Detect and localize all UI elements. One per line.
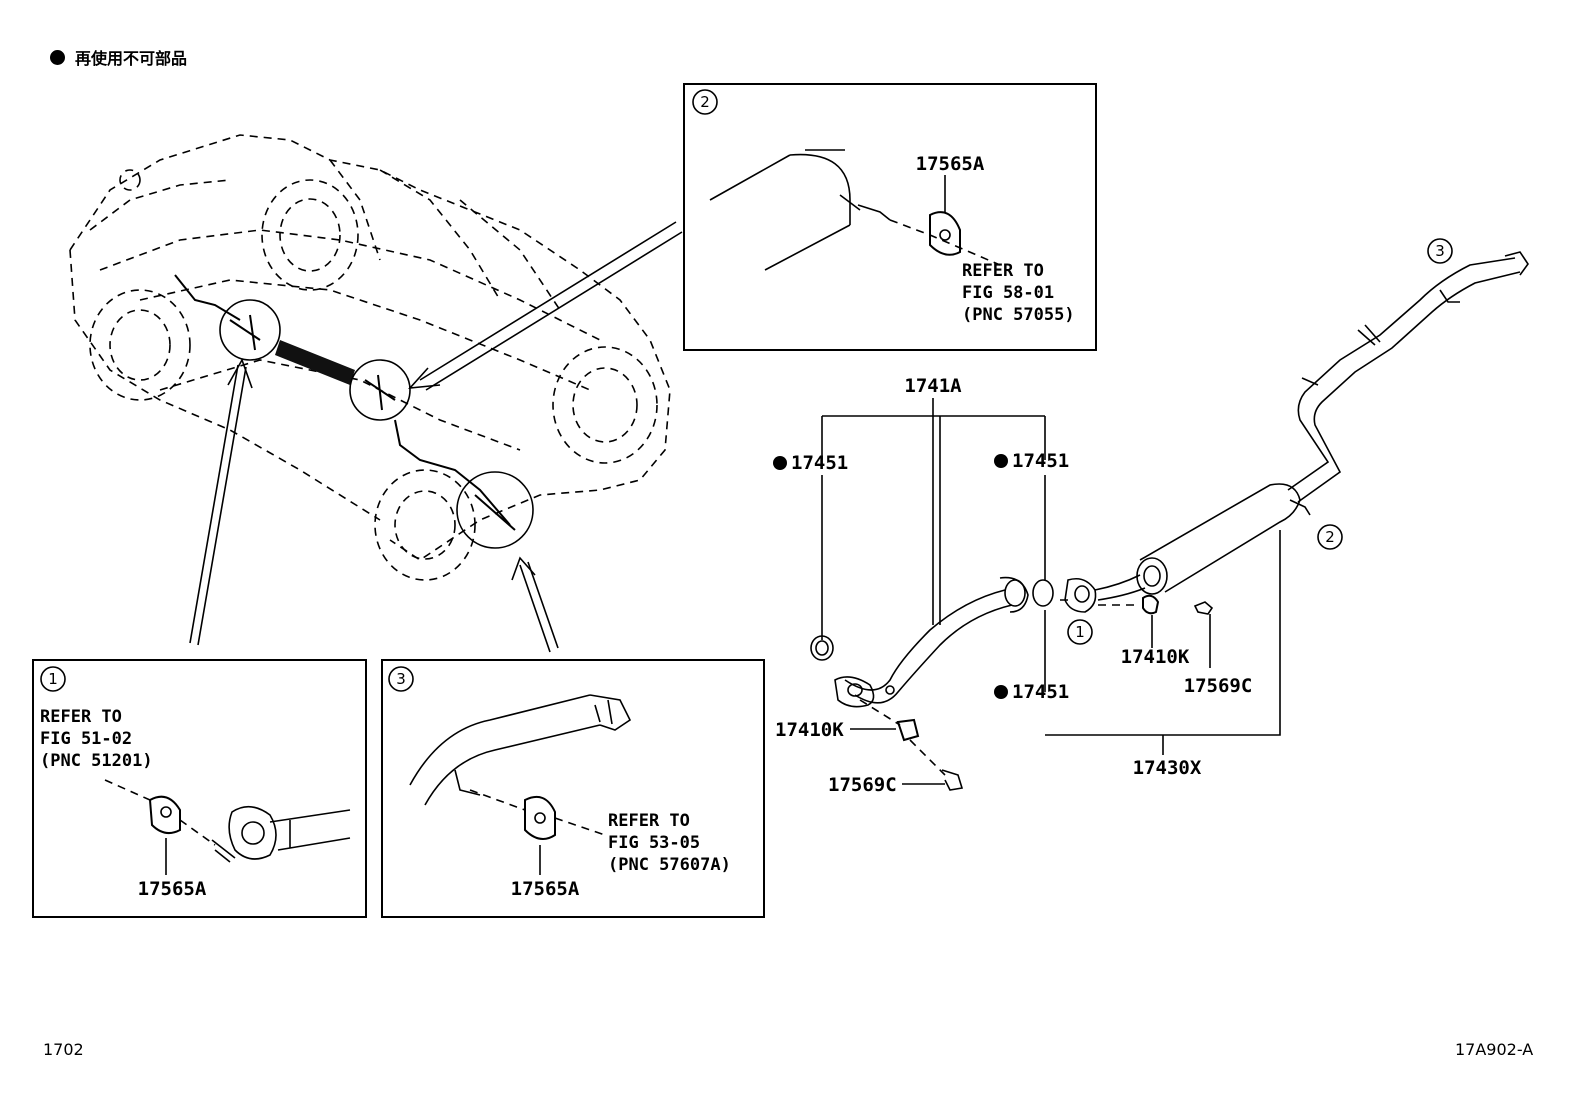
figure-code-left: 1702 [43,1040,84,1059]
figure-code-right: 17A902-A [1455,1040,1534,1059]
detail-box-2: 2 17565A REFER TO FIG 58-01 (PNC 57055) [683,83,1097,351]
part-label-17410K-b: 17410K [1121,646,1190,668]
non-reusable-dot-icon [994,685,1008,699]
part-label-17430X: 17430X [1133,757,1202,779]
non-reusable-dot-icon [994,454,1008,468]
ref-box3-line1: REFER TO [608,811,690,831]
callout-1-main: 1 [1075,623,1085,641]
callout-3-main: 3 [1435,242,1445,260]
part-label-17565A-box2: 17565A [916,153,985,175]
detail-box-1: 1 REFER TO FIG 51-02 (PNC 51201) 17565A [32,659,367,918]
legend-text: 再使用不可部品 [75,49,188,68]
ref-box1-line1: REFER TO [40,707,122,727]
part-label-17569C-b: 17569C [1184,675,1253,697]
ref-box2-line3: (PNC 57055) [962,305,1075,325]
ref-box3-line3: (PNC 57607A) [608,855,731,875]
part-label-17451-b: 17451 [1012,450,1069,472]
detail-arrows [189,221,683,653]
part-label-17565A-box3: 17565A [511,878,580,900]
callout-3-number: 3 [396,670,406,688]
part-label-17451-c: 17451 [1012,681,1069,703]
vehicle-underbody-illustration [69,134,671,581]
legend: 再使用不可部品 [50,45,187,69]
callout-2-number: 2 [700,93,710,111]
ref-box3-line2: FIG 53-05 [608,833,700,853]
callout-2-main: 2 [1325,528,1335,546]
ref-box2-line1: REFER TO [962,261,1044,281]
part-label-17451-a: 17451 [791,452,848,474]
part-label-17410K-a: 17410K [775,719,844,741]
callout-1-number: 1 [48,670,58,688]
callout-2-circle [692,89,718,115]
part-label-1741A: 1741A [904,375,962,397]
detail-box-3: 3 17565A REFER TO FIG 53-05 (PNC 57607A) [381,659,765,918]
ref-box1-line3: (PNC 51201) [40,751,153,771]
non-reusable-dot-icon [773,456,787,470]
ref-box1-line2: FIG 51-02 [40,729,132,749]
part-label-17565A-box1: 17565A [138,878,207,900]
non-reusable-dot-icon [50,49,65,65]
part-label-17569C-a: 17569C [828,774,897,796]
ref-box2-line2: FIG 58-01 [962,283,1054,303]
exhaust-exploded-view: 1741A 17451 17451 17451 [773,238,1529,796]
